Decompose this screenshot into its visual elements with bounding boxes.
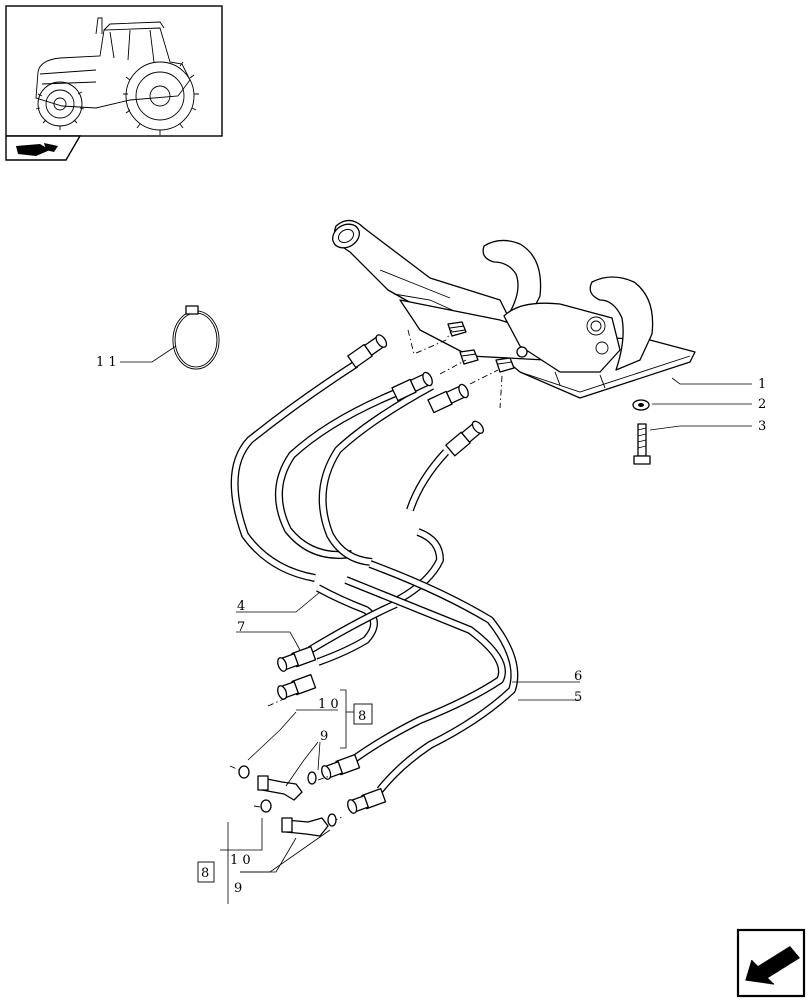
tractor-thumbnail-icon[interactable]	[5, 5, 223, 137]
callout-6: 6	[574, 669, 582, 684]
washer	[632, 399, 650, 411]
bracket-assembly	[332, 219, 696, 399]
callout-2: 2	[758, 397, 766, 412]
callout-4: 4	[237, 599, 245, 614]
callout-10-upper: 1 0	[318, 697, 339, 712]
callout-8-box-upper	[353, 703, 373, 725]
callout-7: 7	[237, 620, 245, 635]
seal-rings	[238, 765, 337, 827]
next-page-arrow-icon[interactable]	[736, 928, 806, 998]
callout-10-lower: 1 0	[230, 853, 251, 868]
callout-9-lower: 9	[234, 881, 242, 896]
callout-9-upper: 9	[320, 729, 328, 744]
section-tab-icon[interactable]	[5, 135, 82, 161]
clamp-ring	[172, 305, 220, 370]
elbow-fitting-lower	[281, 817, 329, 837]
callout-11: 1 1	[96, 355, 117, 370]
hose-fittings-top	[347, 334, 485, 457]
callout-1: 1	[758, 377, 766, 392]
leader-lines	[120, 345, 752, 904]
callout-8-upper: 8	[358, 709, 366, 724]
callout-8-box-lower	[197, 861, 215, 883]
hose-fittings-bottom	[277, 645, 387, 814]
callout-3: 3	[758, 419, 766, 434]
screw	[633, 423, 651, 465]
elbow-fitting-upper	[257, 775, 303, 801]
callout-8-lower: 8	[201, 866, 209, 881]
callout-5: 5	[574, 690, 582, 705]
hoses	[230, 360, 519, 793]
